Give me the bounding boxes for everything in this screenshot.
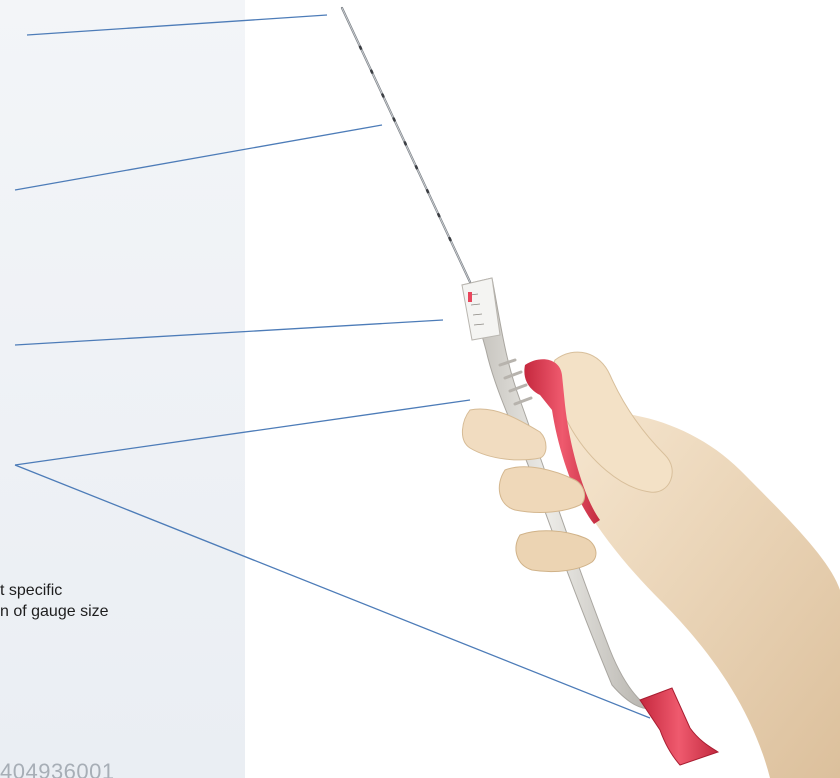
depth-scale-window bbox=[462, 278, 500, 340]
end-cap bbox=[640, 688, 718, 765]
needle bbox=[342, 8, 470, 282]
leader-line-depth-scale bbox=[15, 320, 443, 345]
caption-line-1: t specific bbox=[0, 580, 109, 601]
part-number: 404936001 bbox=[0, 760, 115, 778]
leader-line-handle bbox=[15, 400, 470, 465]
caption-line-2: n of gauge size bbox=[0, 601, 109, 622]
feature-caption: t specific n of gauge size bbox=[0, 580, 109, 622]
leader-line-depth-markings bbox=[15, 125, 382, 190]
leader-line-needle-tip bbox=[27, 15, 327, 35]
glove-ring-finger bbox=[516, 531, 596, 572]
glove-index-finger bbox=[462, 409, 546, 460]
